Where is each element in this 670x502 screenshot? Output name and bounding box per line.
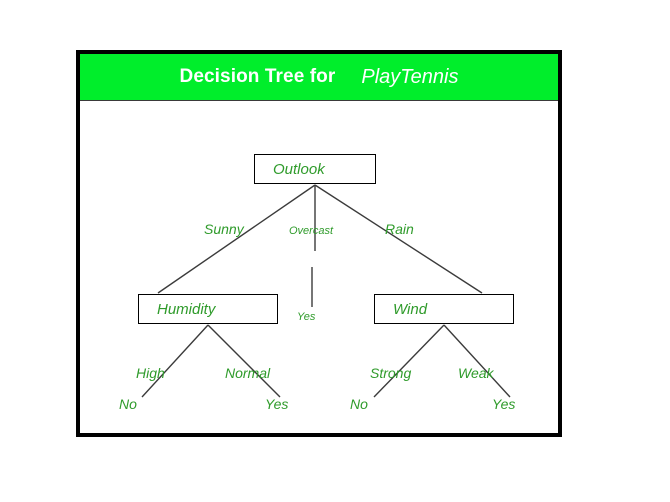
edge-label-sunny: Sunny (204, 221, 244, 237)
tree-node-humidity-label: Humidity (157, 300, 216, 318)
decision-tree-diagram: Outlook Humidity Wind Sunny Overcast Rai… (80, 101, 558, 437)
tree-node-wind[interactable]: Wind (374, 294, 514, 324)
edge-humidity-high (141, 324, 209, 398)
tree-node-outlook-label: Outlook (273, 160, 325, 178)
edge-label-overcast: Overcast (289, 225, 334, 237)
edge-label-weak: Weak (458, 365, 494, 381)
edge-label-strong: Strong (370, 365, 412, 381)
tree-leaf-wind-strong-no: No (350, 396, 368, 412)
slide-frame: Decision Tree for PlayTennis Outlook Hum… (76, 50, 562, 437)
edge-humidity-normal (207, 324, 281, 398)
tree-leaf-wind-weak-yes: Yes (492, 396, 516, 412)
edge-outlook-sunny (157, 184, 316, 294)
edge-label-high: High (136, 365, 165, 381)
slide-title-bar: Decision Tree for PlayTennis (80, 54, 558, 101)
tree-edge-layer (141, 184, 511, 398)
edge-wind-strong (373, 324, 445, 398)
edge-label-rain: Rain (385, 221, 414, 237)
tree-leaf-humidity-normal-yes: Yes (265, 396, 289, 412)
tree-node-humidity[interactable]: Humidity (138, 294, 278, 324)
edge-label-normal: Normal (225, 365, 271, 381)
tree-leaf-humidity-high-no: No (119, 396, 137, 412)
edge-outlook-rain (314, 184, 483, 294)
slide-title-emphasis-text: PlayTennis (361, 65, 459, 88)
edge-wind-weak (443, 324, 511, 398)
tree-node-outlook[interactable]: Outlook (254, 154, 376, 184)
tree-leaf-overcast-yes: Yes (297, 311, 316, 323)
tree-node-wind-label: Wind (393, 300, 428, 318)
slide-title-static-text: Decision Tree for (179, 66, 336, 87)
